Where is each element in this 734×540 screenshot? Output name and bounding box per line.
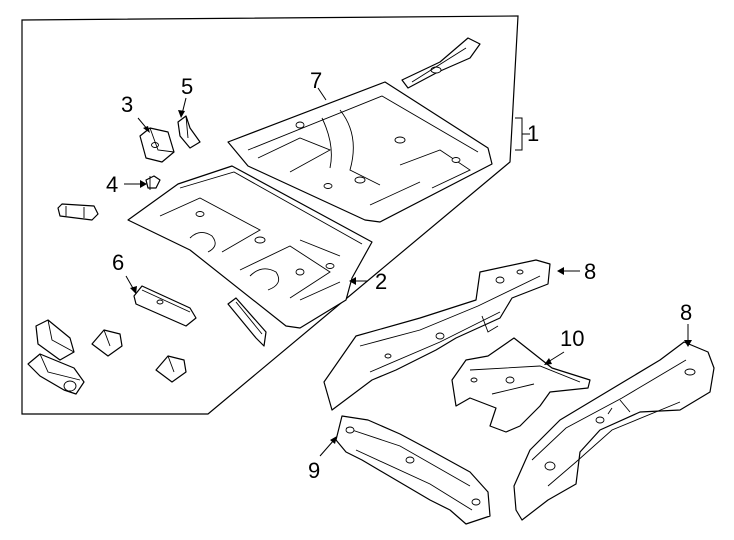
callout-5: 5: [181, 74, 193, 99]
leader-lines: [124, 87, 692, 457]
callout-8-upper: 8: [584, 259, 596, 284]
callout-4: 4: [106, 172, 118, 197]
part-3-bracket: [139, 127, 175, 163]
left-bracket: [57, 203, 99, 221]
part-9-rear-rail: [335, 415, 491, 525]
callout-1: 1: [527, 121, 539, 146]
small-rail: [227, 297, 267, 347]
callout-2: 2: [375, 269, 387, 294]
part-4-clip: [145, 175, 161, 190]
callout-6: 6: [112, 250, 124, 275]
lower-left-bracket-a: [35, 319, 75, 361]
callout-10: 10: [560, 326, 584, 351]
part-10-crossmember: [451, 337, 591, 433]
lower-left-bracket-d: [155, 355, 187, 383]
part-7-front-floor-pan: [227, 81, 493, 223]
part-2-rear-floor-pan: [127, 165, 373, 329]
lower-left-bracket-b: [27, 353, 85, 395]
part-8-right-rail: [513, 341, 715, 521]
part-6-crossmember: [133, 285, 197, 327]
bracket-1: [515, 117, 523, 151]
part-7-brace: [401, 37, 481, 89]
part-8-left-rail: [323, 259, 551, 411]
part-5-bracket: [177, 115, 201, 149]
callout-8-lower: 8: [680, 300, 692, 325]
callout-7: 7: [310, 68, 322, 93]
lower-left-bracket-c: [91, 329, 123, 357]
assembly-frame: [21, 15, 519, 415]
callout-9: 9: [308, 458, 320, 483]
callout-3: 3: [121, 92, 133, 117]
